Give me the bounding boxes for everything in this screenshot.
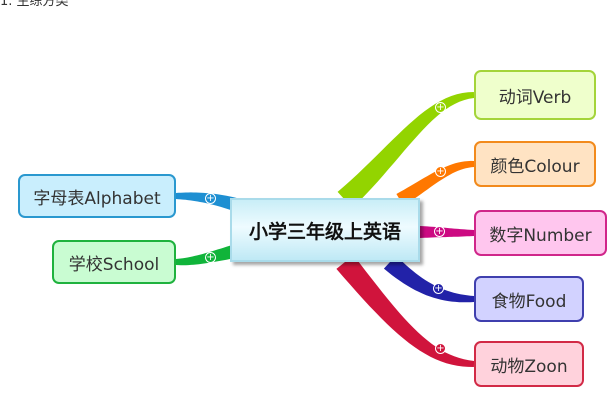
topic-school[interactable]: 学校School bbox=[52, 240, 176, 284]
expand-animal-icon[interactable]: + bbox=[435, 343, 446, 354]
topic-verb[interactable]: 动词Verb bbox=[474, 70, 596, 120]
topic-animal[interactable]: 动物Zoon bbox=[474, 341, 584, 387]
central-topic-label: 小学三年级上英语 bbox=[248, 220, 401, 243]
link-verb bbox=[337, 92, 475, 209]
caption: 1. 生练方类 bbox=[0, 0, 69, 9]
expand-colour-icon[interactable]: + bbox=[435, 166, 446, 177]
topic-alphabet-label: 字母表Alphabet bbox=[33, 188, 161, 209]
link-food bbox=[383, 255, 474, 303]
expand-food-icon[interactable]: + bbox=[433, 283, 444, 294]
topic-number[interactable]: 数字Number bbox=[474, 210, 607, 256]
topic-alphabet[interactable]: 字母表Alphabet bbox=[18, 174, 176, 218]
topic-number-label: 数字Number bbox=[489, 225, 592, 246]
expand-verb-icon[interactable]: + bbox=[435, 102, 446, 113]
topic-food[interactable]: 食物Food bbox=[474, 276, 584, 322]
link-animal bbox=[336, 255, 475, 367]
topic-colour[interactable]: 颜色Colour bbox=[474, 141, 596, 187]
expand-alphabet-icon[interactable]: + bbox=[205, 193, 216, 204]
topic-verb-label: 动词Verb bbox=[498, 87, 572, 108]
expand-number-icon[interactable]: + bbox=[434, 226, 445, 237]
topic-food-label: 食物Food bbox=[491, 291, 567, 312]
expand-school-icon[interactable]: + bbox=[205, 252, 216, 263]
topic-colour-label: 颜色Colour bbox=[490, 156, 580, 177]
topic-school-label: 学校School bbox=[68, 254, 160, 275]
topic-animal-label: 动物Zoon bbox=[490, 356, 568, 377]
link-colour bbox=[396, 160, 474, 206]
central-topic[interactable]: 小学三年级上英语 bbox=[230, 198, 420, 262]
link-number bbox=[420, 226, 474, 238]
